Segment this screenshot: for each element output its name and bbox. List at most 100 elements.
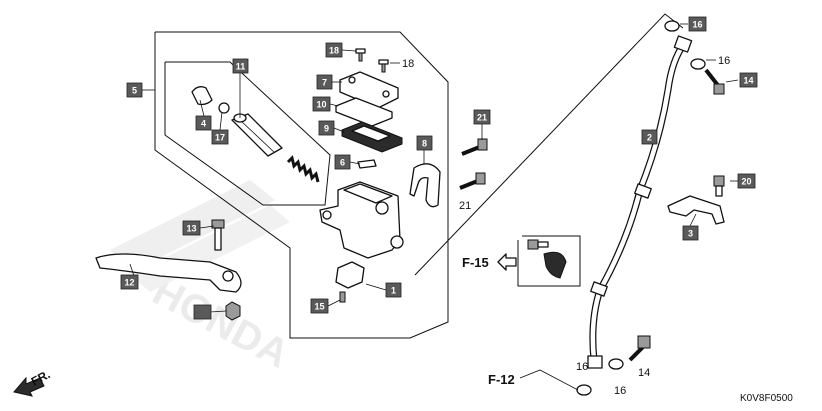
callout-9: 9	[318, 120, 335, 136]
svg-text:8: 8	[422, 139, 427, 149]
svg-text:16: 16	[692, 20, 702, 30]
leader-3	[689, 213, 697, 227]
svg-text:11: 11	[236, 62, 246, 72]
svg-text:13: 13	[186, 224, 196, 234]
callout-16-a: 16	[688, 16, 707, 32]
callout-19	[193, 304, 212, 320]
callout-12: 12	[120, 274, 139, 290]
callout-2: 2	[641, 129, 658, 145]
svg-text:10: 10	[316, 100, 326, 110]
brake-hose	[587, 35, 693, 369]
sealing-washer-16-c	[576, 384, 592, 396]
callout-7: 7	[316, 74, 333, 90]
master-cylinder-top	[343, 183, 393, 204]
callout-5: 5	[126, 82, 143, 98]
svg-text:1: 1	[391, 286, 396, 296]
svg-text:6: 6	[340, 158, 345, 168]
callout-16-b: 16	[718, 55, 730, 67]
callout-10: 10	[312, 96, 331, 112]
callout-14-b: 14	[638, 367, 650, 379]
sealing-washer-16-d	[608, 358, 624, 370]
screw-18-b	[378, 59, 389, 73]
cylinder-port	[375, 201, 389, 215]
piston-kit-frame	[164, 61, 331, 206]
svg-text:4: 4	[201, 119, 206, 129]
svg-text:17: 17	[215, 133, 225, 143]
leader-13	[199, 225, 215, 229]
callout-21-a: 21	[473, 109, 491, 125]
assembly-frame	[154, 31, 449, 339]
diaphragm-plate	[335, 97, 393, 127]
switch-screw	[339, 291, 346, 303]
piston	[231, 113, 283, 157]
screw-18-a	[355, 48, 366, 62]
cylinder-pivot	[322, 210, 332, 220]
svg-text:5: 5	[132, 86, 137, 96]
brake-switch	[335, 261, 365, 289]
bolt-21-a	[461, 138, 488, 156]
sealing-washer-16-b	[690, 58, 706, 70]
callout-8: 8	[416, 135, 433, 151]
f15-arrow	[497, 253, 517, 271]
oil-bolt-14-b	[628, 335, 651, 362]
callout-13: 13	[182, 220, 201, 236]
circlip	[218, 102, 230, 114]
f12-leader	[519, 369, 579, 391]
svg-text:7: 7	[322, 78, 327, 88]
svg-text:14: 14	[743, 76, 753, 86]
svg-text:2: 2	[647, 133, 652, 143]
oil-bolt-14-a	[704, 68, 725, 95]
ref-f12: F-12	[488, 372, 515, 387]
svg-text:3: 3	[688, 229, 693, 239]
pivot-nut	[225, 301, 241, 321]
diaphragm-inner	[351, 125, 391, 142]
lever-pivot-hole	[222, 270, 234, 282]
brake-lever	[95, 253, 242, 293]
leader-15	[327, 299, 341, 307]
ref-f15: F-15	[462, 255, 489, 270]
leader-6	[349, 161, 361, 165]
svg-text:9: 9	[324, 124, 329, 134]
bolt-21-b	[459, 172, 486, 190]
leader-14a	[725, 79, 739, 83]
callout-14-a: 14	[739, 72, 758, 88]
cap-hole	[348, 76, 356, 84]
callout-21-b: 21	[459, 200, 471, 212]
diagram-code: K0V8F0500	[740, 393, 793, 404]
lever-bracket	[409, 163, 441, 208]
cap-hole	[382, 90, 390, 98]
sealing-washer-16-a	[664, 20, 680, 32]
callout-4: 4	[195, 115, 212, 131]
svg-text:18: 18	[329, 46, 339, 56]
callout-1: 1	[385, 282, 402, 298]
callout-18-a: 18	[325, 42, 343, 58]
callout-20: 20	[737, 173, 756, 189]
leader-10	[329, 103, 339, 107]
piston-boot	[191, 86, 213, 106]
cylinder-port	[390, 235, 404, 249]
pivot-bolt	[211, 219, 225, 251]
callout-11: 11	[232, 58, 249, 74]
clamp-bolt	[713, 175, 725, 197]
svg-text:15: 15	[314, 302, 324, 312]
f15-inset	[517, 235, 581, 287]
front-direction-arrow	[13, 376, 45, 397]
clip	[357, 159, 377, 169]
piston-spring	[286, 155, 320, 183]
leader-9	[333, 127, 345, 133]
svg-text:21: 21	[477, 113, 487, 123]
callout-6: 6	[334, 154, 351, 170]
callout-16-d: 16	[614, 385, 626, 397]
leader-4	[199, 99, 205, 117]
callout-15: 15	[310, 298, 329, 314]
callout-16-c: 16	[576, 361, 588, 373]
svg-text:12: 12	[124, 278, 134, 288]
leader-1	[365, 283, 387, 291]
hose-clamp	[667, 195, 725, 225]
svg-text:20: 20	[741, 177, 751, 187]
leader-17	[219, 111, 223, 131]
leader-18a	[341, 49, 357, 52]
callout-18-b: 18	[402, 58, 414, 70]
callout-17: 17	[211, 129, 229, 145]
